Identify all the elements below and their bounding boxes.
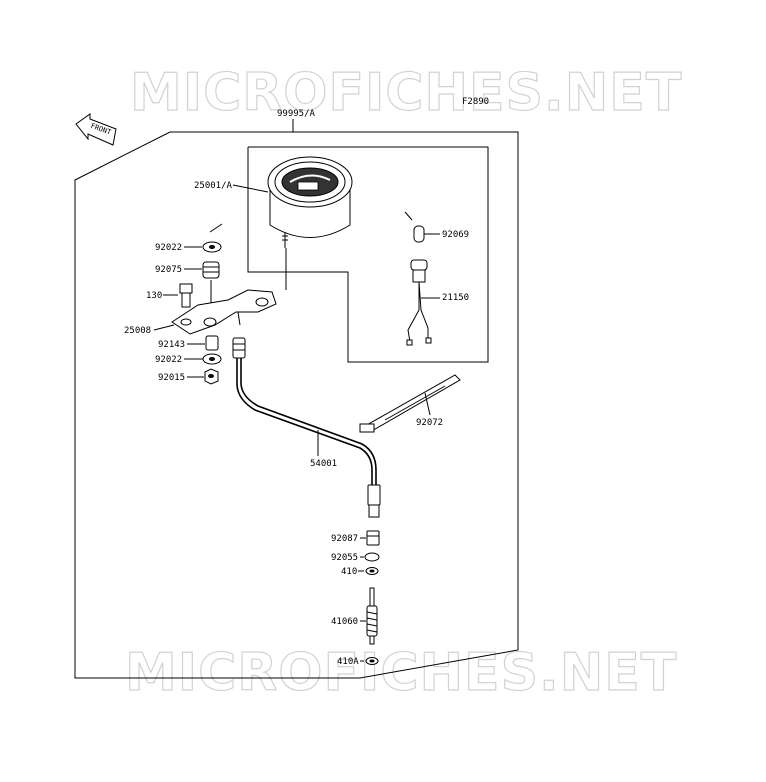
label-25008: 25008 bbox=[124, 326, 151, 336]
bulb bbox=[404, 211, 425, 243]
collar-92143 bbox=[205, 335, 219, 351]
label-92022-top: 92022 bbox=[155, 243, 182, 253]
label-25001A: 25001/A bbox=[194, 181, 233, 191]
label-54001: 54001 bbox=[310, 459, 337, 469]
bulb-socket bbox=[406, 259, 432, 346]
grommet-92075 bbox=[202, 261, 220, 279]
label-92087: 92087 bbox=[331, 534, 358, 544]
oring-92055 bbox=[364, 552, 380, 562]
speedometer-cable bbox=[232, 337, 381, 518]
bracket-25008 bbox=[171, 289, 277, 335]
label-410: 410 bbox=[341, 567, 357, 577]
figure-code: F2890 bbox=[462, 97, 489, 107]
label-41060: 41060 bbox=[331, 617, 358, 627]
washer-410A bbox=[365, 657, 379, 665]
label-130: 130 bbox=[146, 291, 162, 301]
label-92143: 92143 bbox=[158, 340, 185, 350]
watermark-top: MICROFICHES.NET bbox=[130, 63, 682, 123]
strap-92072 bbox=[359, 374, 461, 433]
front-arrow-icon: FRONT bbox=[75, 113, 117, 146]
assembly-outline bbox=[74, 131, 519, 679]
watermark-bottom: MICROFICHES.NET bbox=[125, 643, 677, 703]
label-92075: 92075 bbox=[155, 265, 182, 275]
nut-92015 bbox=[204, 368, 219, 385]
label-410A: 410A bbox=[337, 657, 359, 667]
washer-92022-bottom bbox=[202, 353, 222, 365]
washer-92022-top bbox=[202, 223, 223, 253]
label-21150: 21150 bbox=[442, 293, 469, 303]
washer-410 bbox=[365, 567, 379, 575]
meter-inset-box bbox=[247, 146, 489, 363]
speedometer bbox=[267, 156, 353, 290]
label-92055: 92055 bbox=[331, 553, 358, 563]
label-92022-bottom: 92022 bbox=[155, 355, 182, 365]
label-92072: 92072 bbox=[416, 418, 443, 428]
label-99995A: 99995/A bbox=[277, 109, 316, 119]
nut-92087 bbox=[366, 530, 380, 546]
bolt-130 bbox=[179, 283, 193, 308]
label-92069: 92069 bbox=[442, 230, 469, 240]
label-92015: 92015 bbox=[158, 373, 185, 383]
gear-41060 bbox=[366, 587, 378, 645]
